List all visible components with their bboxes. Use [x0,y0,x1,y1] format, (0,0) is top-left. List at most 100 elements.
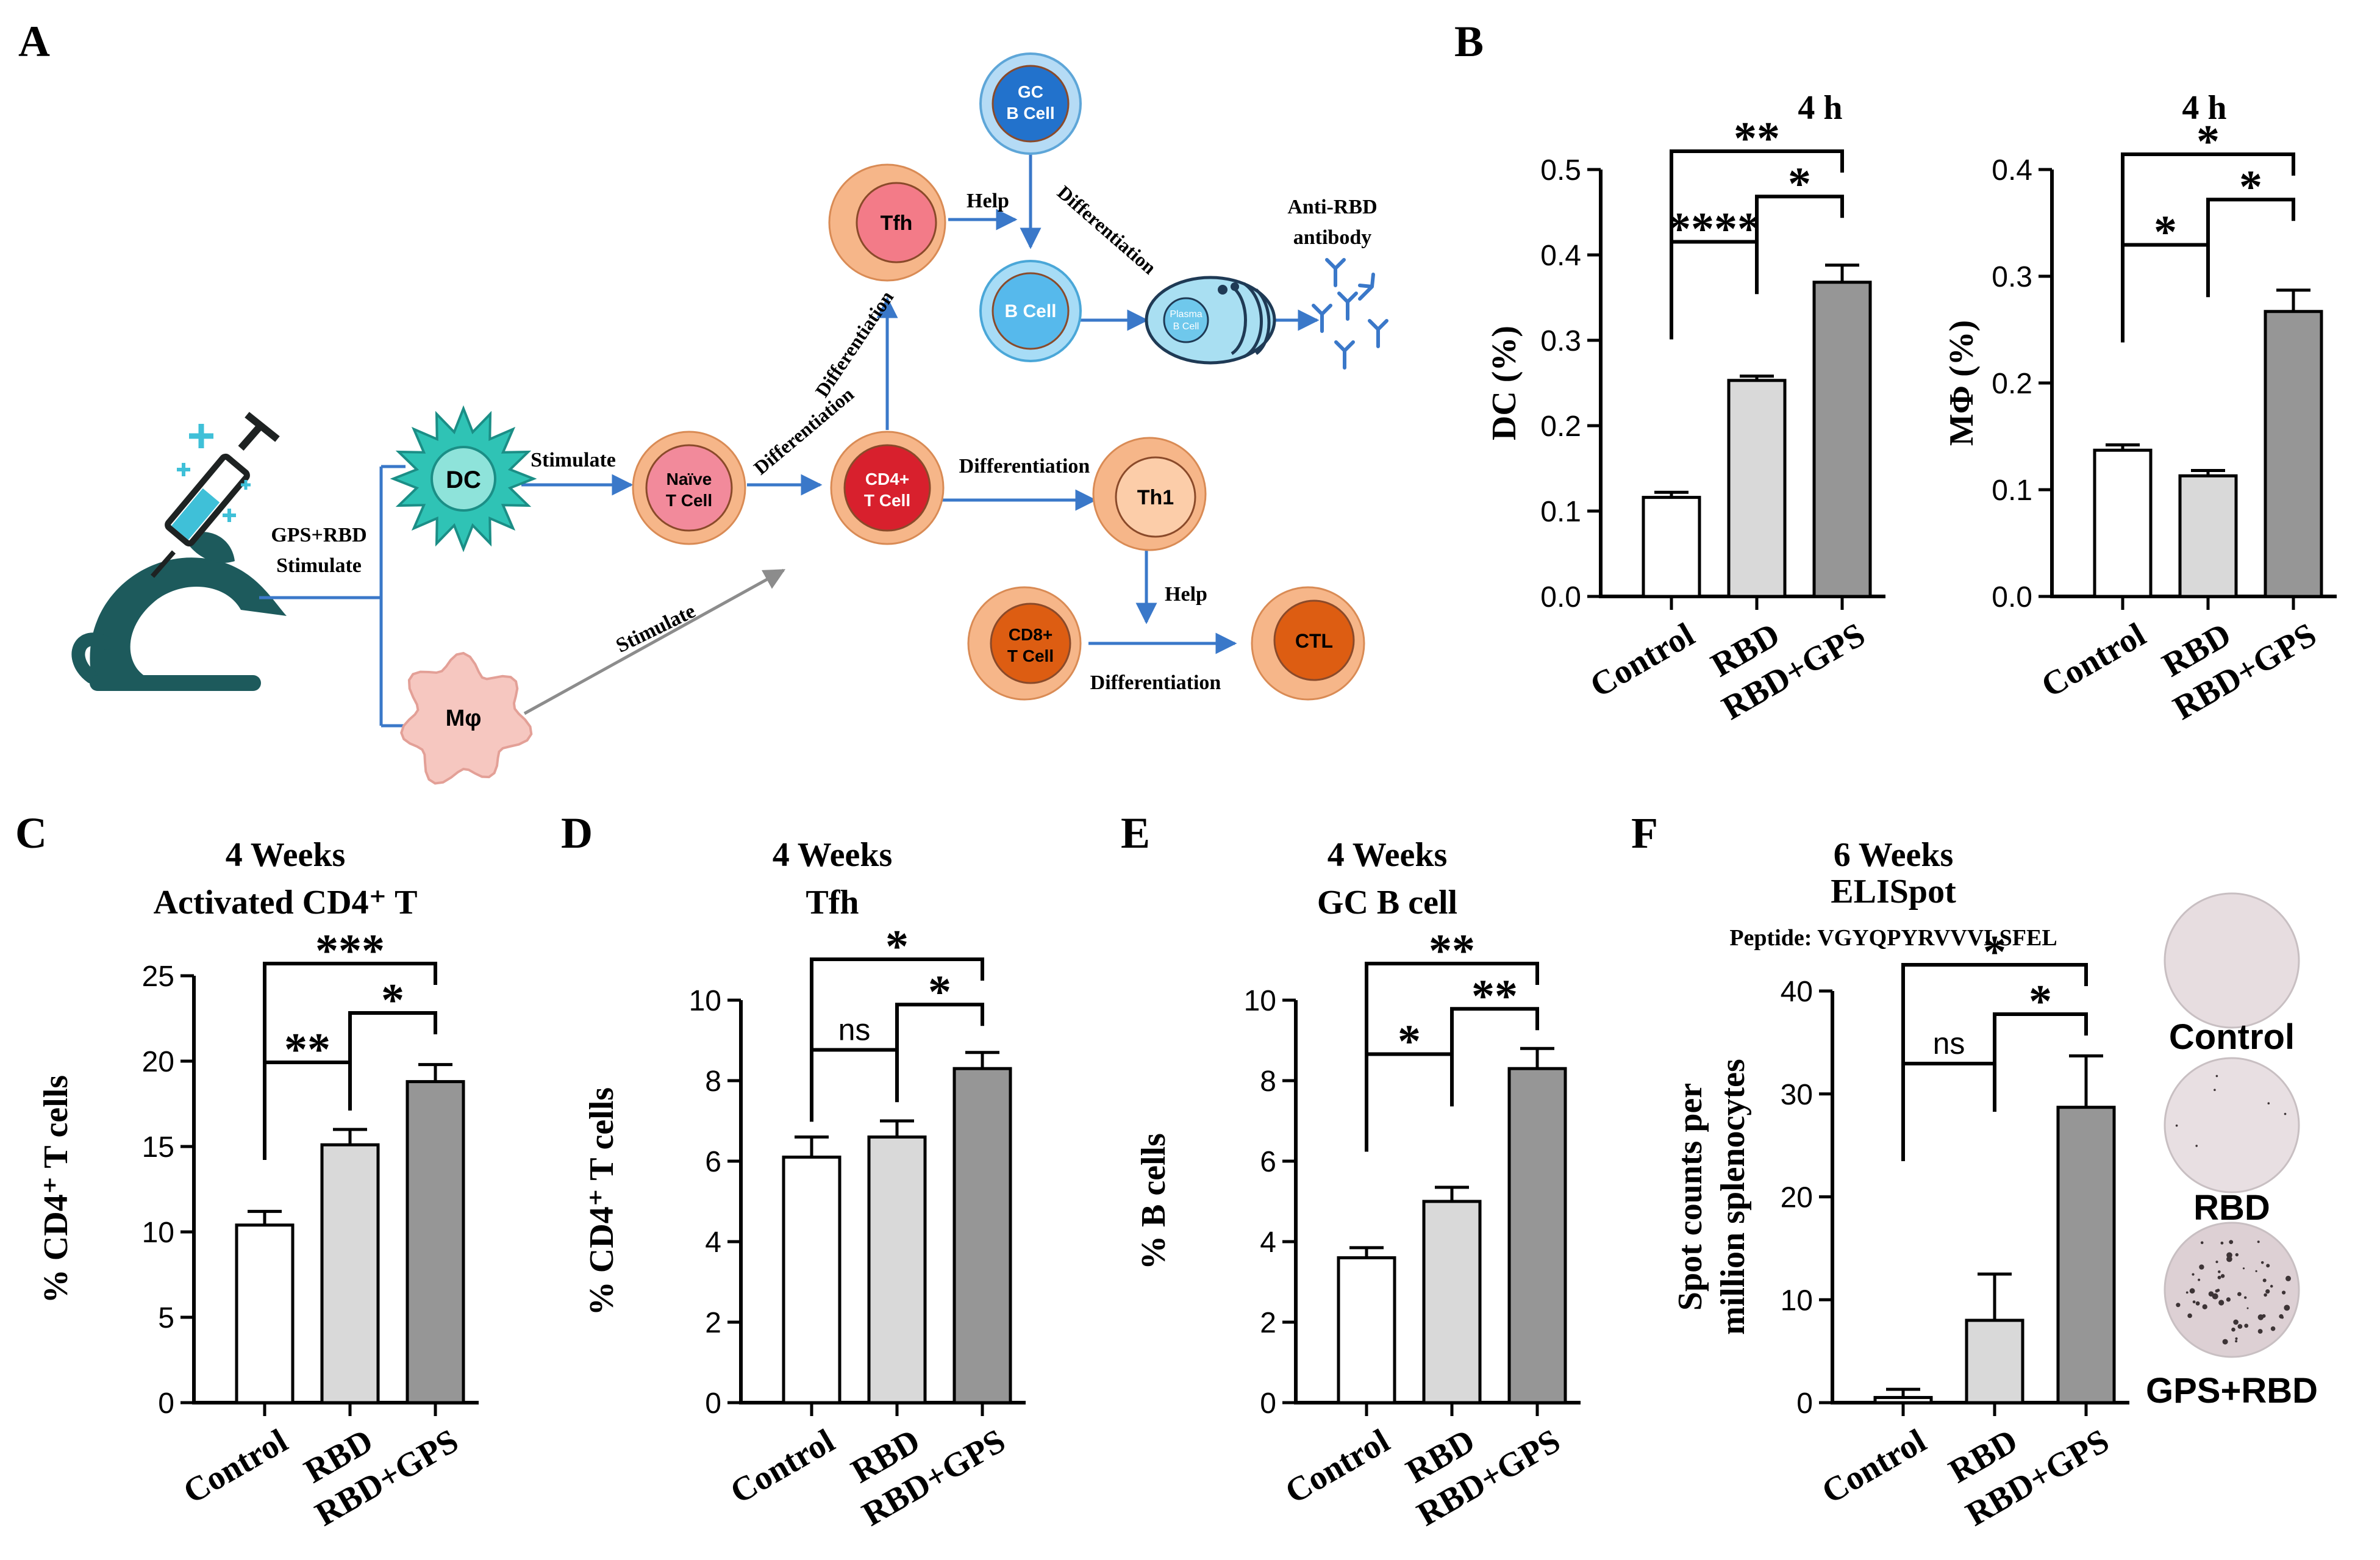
significance-bracket [263,1061,352,1160]
significance-bracket [1365,1052,1454,1152]
significance-label: * [1788,158,1811,209]
y-tick-label: 20 [1781,1182,1813,1214]
chart-title: 4 h [2182,89,2226,127]
th1-cell: Th1 [1092,437,1207,551]
well-spot [2270,1326,2276,1331]
significance-label: * [885,921,909,972]
well-control [2164,892,2300,1029]
well-spot [2244,1323,2249,1328]
label-differentiation-cd4-up: Differentiation [810,287,898,401]
well-spot [2195,1301,2200,1306]
y-tick-label: 0.3 [1540,325,1581,357]
tfh-cell: Tfh [828,163,946,282]
chart-title-line2: ELISpot [1831,873,1956,911]
cd4-t-cell: CD4+ T Cell [830,431,945,545]
y-axis-label: % CD4⁺ T cells [583,1087,621,1315]
well-spot [2175,1124,2178,1127]
tfh-label: Tfh [881,212,913,235]
significance-bracket [2121,243,2210,343]
panel-label-b: B [1454,17,1484,66]
well-spot [2285,1275,2291,1281]
ctl-label: CTL [1295,630,1333,652]
bar-control [1337,1256,1396,1404]
mouse-icon [71,532,287,691]
gcb-label-line2: B Cell [1006,104,1054,123]
bar-rbd [1727,379,1787,598]
panel-label-f: F [1631,809,1658,857]
y-tick-label: 0.5 [1540,154,1581,187]
y-tick-label: 10 [142,1217,174,1249]
well-spot [2231,1327,2235,1332]
label-differentiation-gc: Differentiation [1053,181,1160,279]
well-spot [2235,1340,2238,1343]
naive-t-cell: Naïve T Cell [632,431,746,545]
chart-title: 4 Weeks [773,836,893,874]
well-spot [2222,1339,2228,1345]
y-tick-label: 5 [158,1302,174,1334]
x-tick-label: Control [724,1422,841,1512]
bar-control [1873,1396,1933,1404]
y-tick-label: 0.1 [1992,474,2032,507]
cd4-label-line2: T Cell [864,491,910,510]
bar-rbd-gps [2264,310,2323,598]
well-spot [2192,1300,2196,1304]
significance-bracket [1901,1062,1996,1161]
y-tick-label: 0.4 [1540,240,1581,272]
y-tick-label: 0 [1796,1387,1813,1420]
significance-label: * [2196,116,2220,167]
flow-arrows [521,149,1320,654]
well-spot [2237,1324,2243,1329]
well-spot [2284,1112,2287,1115]
well-label-control: Control [2169,1017,2295,1057]
bar-rbd [1965,1318,2024,1404]
y-tick-label: 0.3 [1992,261,2032,293]
well-spot [2192,1273,2195,1276]
y-tick-label: 40 [1781,976,1813,1008]
naive-label-line2: T Cell [666,491,712,510]
significance-label: * [381,975,404,1026]
well-spot [2220,1274,2225,1278]
x-tick-label: Control [1279,1422,1396,1512]
significance-bracket [1670,240,1759,340]
bar-rbd-gps [406,1080,465,1404]
cd8-label-line1: CD8+ [1009,625,1052,644]
y-axis-label: % B cells [1135,1133,1173,1270]
well-spot [2200,1241,2204,1244]
well-spot [2226,1252,2232,1258]
well-spot [2267,1102,2270,1104]
y-tick-label: 0 [158,1387,174,1420]
well-spot [2215,1261,2218,1264]
x-tick-label: Control [177,1422,294,1512]
th1-label: Th1 [1137,486,1174,509]
panel-label-c: C [15,809,47,857]
well-spot [2257,1240,2260,1243]
panel-label-d: D [561,809,593,857]
ctl-cell: CTL [1251,586,1365,701]
well-spot [2284,1304,2290,1311]
significance-label: ** [1471,970,1518,1022]
significance-label: * [2154,207,2177,258]
well-spot [2226,1297,2231,1302]
y-tick-label: 8 [1260,1065,1276,1098]
significance-label: ** [1429,925,1475,976]
cd8-label-line2: T Cell [1007,646,1054,665]
bar-control [235,1223,295,1404]
bar-rbd [1422,1200,1482,1404]
cd8-t-cell: CD8+ T Cell [967,586,1082,701]
bar-rbd-gps [2056,1106,2116,1404]
well-spot [2202,1304,2207,1309]
bar-control [782,1155,842,1404]
y-tick-label: 0.2 [1540,410,1581,443]
label-stimulate-mouse: Stimulate [276,554,362,577]
y-tick-label: 6 [1260,1146,1276,1178]
bar-control [1642,496,1701,598]
significance-bracket [810,957,984,1057]
well-spot [2266,1264,2270,1268]
y-tick-label: 0.0 [1540,581,1581,614]
chart-title-line2: GC B cell [1317,884,1457,921]
pathway-diagram: GPS+RBD Stimulate Stimulate Stimulate Di… [71,52,1388,785]
well-label-rbd: RBD [2193,1188,2270,1228]
